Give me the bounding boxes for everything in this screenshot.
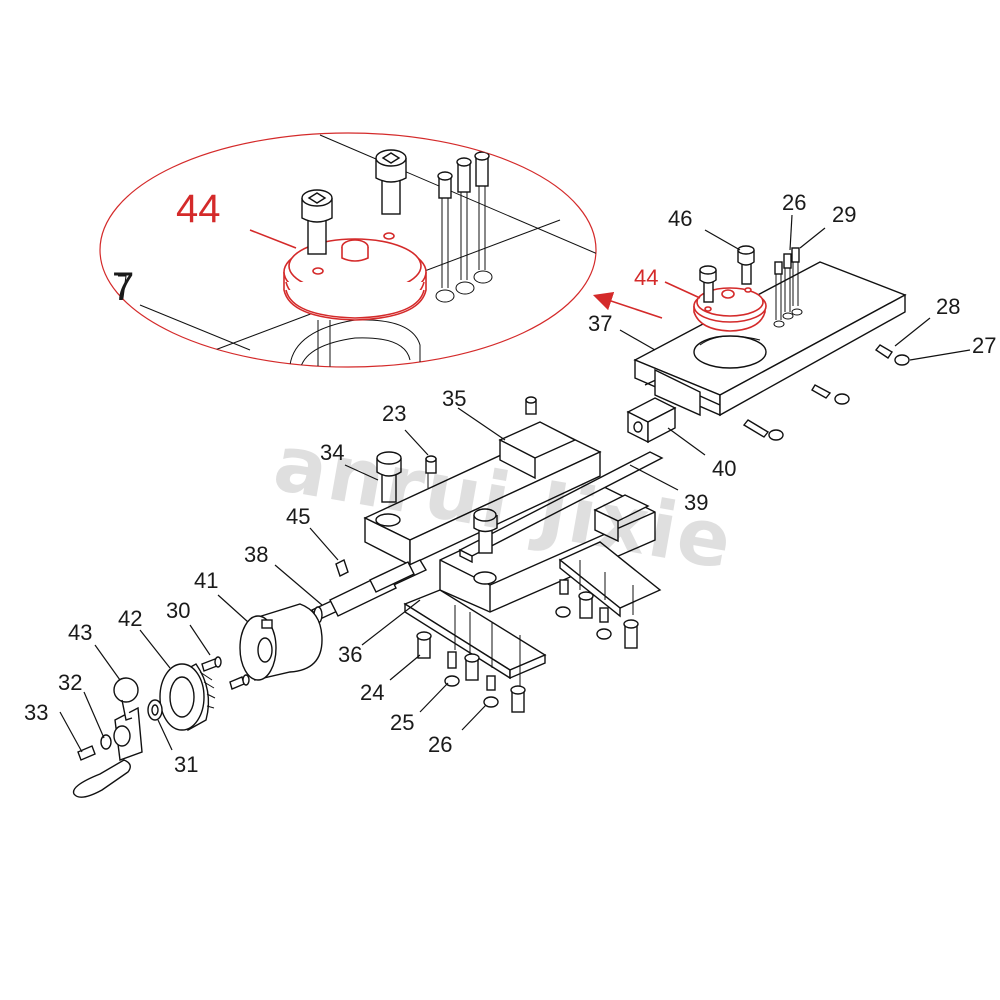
part-44-screw [699,265,717,303]
part-43-handle [72,677,143,798]
part-30-screws [201,656,250,690]
callout-label-44: 44 [176,187,221,231]
zoom-callout: 44 7 [99,132,597,368]
compound-slide-37 [633,261,907,417]
part-45-key [335,559,349,577]
leader-lines [59,214,971,753]
label-34: 34 [320,440,344,465]
callout-cap-screw-right [375,149,407,215]
label-41: 41 [194,568,218,593]
part-23-setscrew [425,396,537,488]
label-37: 37 [588,311,612,336]
label-30: 30 [166,598,190,623]
label-35: 35 [442,386,466,411]
label-32: 32 [58,670,82,695]
callout-arrow [592,291,663,319]
part-46-screw [737,245,755,285]
label-28: 28 [936,294,960,319]
part-40-block [626,397,677,444]
callout-small-screws [435,151,493,303]
part-labels: 44 46 26 29 28 27 37 35 23 34 40 39 45 3… [24,190,996,777]
label-42: 42 [118,606,142,631]
callout-label-7: 7 [112,265,134,309]
part-31-washer [147,699,163,721]
label-38: 38 [244,542,268,567]
lower-fasteners [416,579,639,713]
label-29: 29 [832,202,856,227]
label-46: 46 [668,206,692,231]
label-40: 40 [712,456,736,481]
label-31: 31 [174,752,198,777]
label-39: 39 [684,490,708,515]
label-43: 43 [68,620,92,645]
label-27: 27 [972,333,996,358]
label-36: 36 [338,642,362,667]
part-32-33-screw [77,734,112,761]
part-41-bracket [239,603,323,681]
callout-part-44 [283,232,427,321]
label-25: 25 [390,710,414,735]
part-42-dial [159,663,216,732]
part-39-gib [458,451,664,564]
lower-guide-plates [403,541,662,690]
label-26-top: 26 [782,190,806,215]
label-33: 33 [24,700,48,725]
label-23: 23 [382,401,406,426]
label-24: 24 [360,680,384,705]
part-34b-screw [473,508,498,554]
part-27-28-gib-screws [742,344,910,441]
callout-cap-screw-left [301,189,333,255]
part-34-screw [376,451,402,503]
label-26-bottom: 26 [428,732,452,757]
label-45: 45 [286,504,310,529]
part-26-29-screws [773,247,803,328]
label-44: 44 [634,265,658,290]
